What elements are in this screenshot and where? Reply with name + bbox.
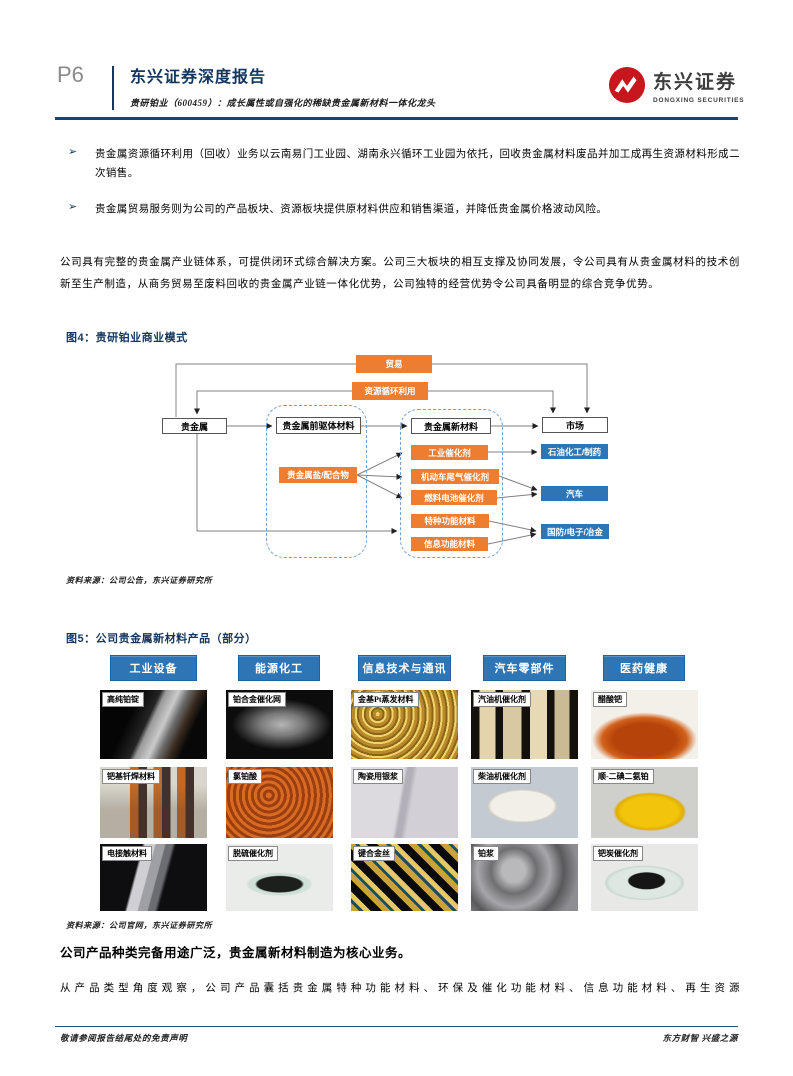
product-image: 键合金丝 — [351, 844, 458, 911]
figure4-caption: 图4：贵研铂业商业模式 — [66, 332, 188, 344]
bullet-item-2: ➢ 贵金属贸易服务则为公司的产品板块、资源板块提供原材料供应和销售渠道，并降低贵… — [60, 200, 740, 219]
product-image: 氯铂酸 — [226, 767, 333, 838]
product-image: 钯炭催化剂 — [591, 844, 698, 911]
product-label: 脱硫催化剂 — [228, 846, 278, 861]
product-label: 键合金丝 — [353, 846, 395, 861]
node-special-function-material: 特种功能材料 — [411, 514, 489, 528]
figure4-diagram: 贸易 资源循环利用 贵金属 贵金属前驱体材料 贵金属新材料 市场 贵金属盐/配合… — [60, 348, 740, 576]
node-salt-complex: 贵金属盐/配合物 — [279, 467, 357, 483]
header-divider — [112, 66, 114, 110]
product-image: 柴油机催化剂 — [471, 767, 578, 838]
node-precious-metal: 贵金属 — [162, 418, 227, 434]
node-fuel-cell-catalyst: 燃料电池催化剂 — [411, 490, 497, 505]
category-info-tech-telecom: 信息技术与通讯 — [358, 655, 451, 681]
paragraph-company-chain: 公司具有完整的贵金属产业链体系，可提供闭环式综合解决方案。公司三大板块的相互支撑… — [60, 257, 740, 290]
logo-text-en: DONGXING SECURITIES — [653, 96, 745, 104]
paragraph-products-bold: 公司产品种类完备用途广泛，贵金属新材料制造为核心业务。 — [60, 946, 412, 960]
product-label: 金基Pt蒸发材料 — [353, 692, 419, 707]
product-label: 钯炭催化剂 — [593, 846, 643, 861]
precursor-group-outline — [266, 405, 367, 558]
product-label: 氯铂酸 — [228, 769, 262, 784]
product-label: 钯基钎焊材料 — [102, 769, 160, 784]
node-petrochemical-pharma: 石油化工/制药 — [541, 444, 608, 459]
figure5-caption: 图5：公司贵金属新材料产品（部分） — [66, 633, 257, 645]
product-label: 陶瓷用银浆 — [353, 769, 403, 784]
bullet-item-1: ➢ 贵金属资源循环利用（回收）业务以云南易门工业园、湖南永兴循环工业园为依托，回… — [60, 145, 740, 184]
diagram-connectors — [175, 363, 590, 545]
node-automobile: 汽车 — [541, 486, 608, 501]
dongxing-logo-icon — [608, 66, 646, 104]
node-resource-recycle: 资源循环利用 — [352, 382, 428, 400]
node-info-function-material: 信息功能材料 — [411, 537, 488, 551]
product-label: 电接触材料 — [102, 846, 152, 861]
bullet-text-1: 贵金属资源循环利用（回收）业务以云南易门工业园、湖南永兴循环工业园为依托，回收贵… — [95, 149, 740, 180]
header-rule — [55, 117, 738, 120]
footer-rule — [55, 1026, 738, 1027]
product-image: 顺-二碘二氨铂 — [591, 767, 698, 838]
product-image: 电接触材料 — [100, 844, 207, 911]
page-number: P6 — [57, 62, 84, 87]
product-image: 汽油机催化剂 — [471, 690, 578, 759]
product-label: 铂浆 — [473, 846, 499, 861]
node-market: 市场 — [542, 417, 608, 433]
report-type-title: 东兴证券深度报告 — [130, 69, 267, 86]
product-label: 顺-二碘二氨铂 — [593, 769, 654, 784]
node-industrial-catalyst: 工业催化剂 — [411, 445, 488, 460]
node-new-material: 贵金属新材料 — [411, 418, 491, 434]
product-image: 高纯铂锭 — [100, 690, 207, 759]
product-label: 醋酸钯 — [593, 692, 627, 707]
product-label: 柴油机催化剂 — [473, 769, 531, 784]
bullet-text-2: 贵金属贸易服务则为公司的产品板块、资源板块提供原材料供应和销售渠道，并降低贵金属… — [95, 204, 608, 215]
category-energy-chemical: 能源化工 — [238, 655, 320, 681]
footer-slogan: 东方财智 兴盛之源 — [662, 1033, 738, 1043]
category-auto-parts: 汽车零部件 — [483, 655, 566, 681]
company-logo: 东兴证券 DONGXING SECURITIES — [608, 66, 744, 104]
node-defense-electronics-metallurgy: 国防/电子/冶金 — [541, 524, 609, 539]
node-precursor-material: 贵金属前驱体材料 — [276, 417, 361, 434]
product-label: 高纯铂锭 — [102, 692, 144, 707]
paragraph-product-types: 从产品类型角度观察，公司产品囊括贵金属特种功能材料、环保及催化功能材料、信息功能… — [60, 983, 740, 994]
product-image: 铂浆 — [471, 844, 578, 911]
figure5-source: 资料来源：公司官网，东兴证券研究所 — [66, 921, 213, 930]
report-subtitle: 贵研铂业（600459）：成长属性或自强化的稀缺贵金属新材料一体化龙头 — [130, 98, 436, 108]
product-image: 醋酸钯 — [591, 690, 698, 759]
product-image: 脱硫催化剂 — [226, 844, 333, 911]
figure4-source: 资料来源：公司公告，东兴证券研究所 — [66, 576, 213, 585]
category-pharma-health: 医药健康 — [603, 655, 685, 681]
logo-text-cn: 东兴证券 — [653, 71, 738, 93]
product-image: 陶瓷用银浆 — [351, 767, 458, 838]
product-label: 汽油机催化剂 — [473, 692, 531, 707]
bullet-arrow-icon: ➢ — [68, 200, 78, 213]
product-image: 铂合金催化网 — [226, 690, 333, 759]
product-label: 铂合金催化网 — [228, 692, 286, 707]
product-image: 金基Pt蒸发材料 — [351, 690, 458, 759]
node-trade: 贸易 — [356, 355, 432, 373]
node-vehicle-exhaust-catalyst: 机动车尾气催化剂 — [411, 469, 499, 484]
footer-disclaimer: 敬请参阅报告结尾处的免责声明 — [60, 1033, 188, 1043]
product-image: 钯基钎焊材料 — [100, 767, 207, 838]
category-industrial-equipment: 工业设备 — [110, 655, 197, 681]
bullet-arrow-icon: ➢ — [68, 145, 78, 158]
new-material-group-outline — [400, 409, 503, 558]
